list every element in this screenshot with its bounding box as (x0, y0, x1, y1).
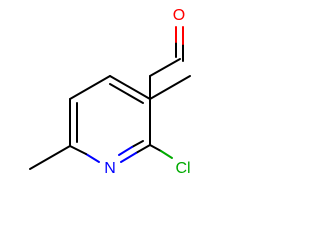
bond-c2-cl-black (149, 144, 162, 152)
nitrogen-atom-label: N (104, 160, 116, 177)
molecule-structure: O N Cl (29, 7, 191, 177)
bond-c3-c4 (109, 75, 151, 100)
bond-c4-c5 (69, 75, 111, 100)
bond-n1-c6-color (85, 153, 100, 163)
bond-n1-c2-color (120, 152, 137, 163)
chlorine-atom-label: Cl (175, 160, 190, 177)
bond-c3-cho (149, 75, 191, 100)
bond-n1-c2-inner-color (118, 146, 133, 156)
oxygen-atom-label: O (173, 7, 185, 24)
bond-n1-c2-inner-black (131, 140, 144, 148)
bond-n1-c6-black (69, 145, 87, 155)
bond-cho-carbon (149, 58, 181, 77)
bond-c3-c4-inner (109, 83, 144, 104)
bond-c6-methyl (29, 145, 71, 170)
bond-n1-c2-black (135, 144, 151, 154)
bond-c2-cl-green (160, 150, 173, 159)
